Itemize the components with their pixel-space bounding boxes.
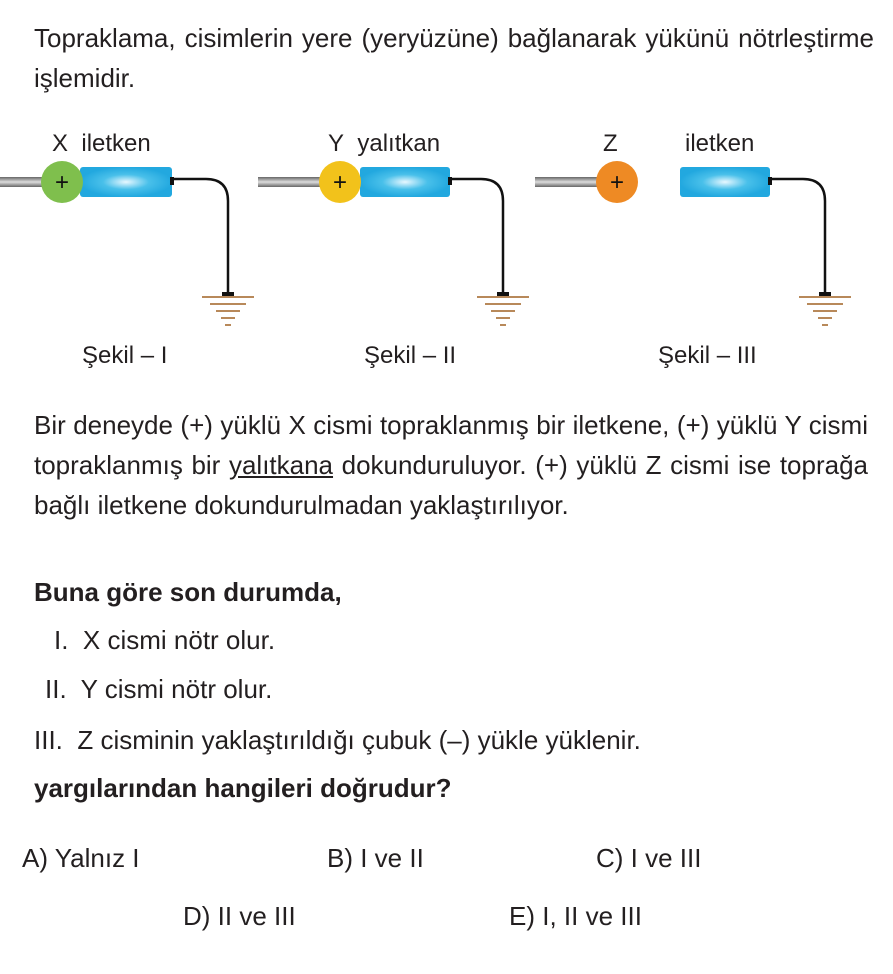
plus-charge-icon: + [610,169,624,196]
insulating-rod [535,177,598,187]
caption-fig2: Şekil – II [364,342,457,369]
bar-terminal [768,177,772,185]
statement-1: I. X cismi nötr olur. [54,625,276,655]
label-z-material: iletken [685,130,755,157]
insulating-rod [258,177,320,187]
grounding-figures: + + + [0,161,851,326]
bar-terminal [170,177,174,185]
conductor-bar [360,167,450,197]
ground-wire [450,177,505,294]
caption-fig3: Şekil – III [658,342,757,369]
statement-2: II. Y cismi nötr olur. [45,674,273,704]
conductor-bar [680,167,770,197]
conductor-bar [80,167,172,197]
insulating-rod [0,177,42,187]
charged-sphere-z [596,161,638,203]
option-e[interactable]: E) I, II ve III [509,901,642,931]
charged-sphere-y [319,161,361,203]
intro-text: Topraklama, cisimlerin yere (yeryüzüne) … [34,23,874,93]
plus-charge-icon: + [55,169,69,196]
experiment-paragraph: Bir deneyde (+) yüklü X cismi topraklanm… [34,410,868,520]
label-z: Z [603,130,618,157]
plus-charge-icon: + [333,169,347,196]
ground-wire [770,177,827,294]
question-text: yargılarından hangileri doğrudur? [34,773,452,803]
ground-terminal [497,292,509,297]
label-x: X iletken [52,130,151,157]
option-a[interactable]: A) Yalnız I [22,843,140,873]
ground-terminal [222,292,234,297]
question-lead: Buna göre son durumda, [34,577,342,607]
ground-terminal [819,292,831,297]
statement-3: III. Z cisminin yaklaştırıldığı çubuk (–… [34,725,641,755]
label-y: Y yalıtkan [328,130,441,157]
option-c[interactable]: C) I ve III [596,843,702,873]
ground-wire [172,177,230,294]
option-d[interactable]: D) II ve III [183,901,296,931]
charged-sphere-x [41,161,83,203]
caption-fig1: Şekil – I [82,342,168,369]
option-b[interactable]: B) I ve II [327,843,424,873]
bar-terminal [448,177,452,185]
